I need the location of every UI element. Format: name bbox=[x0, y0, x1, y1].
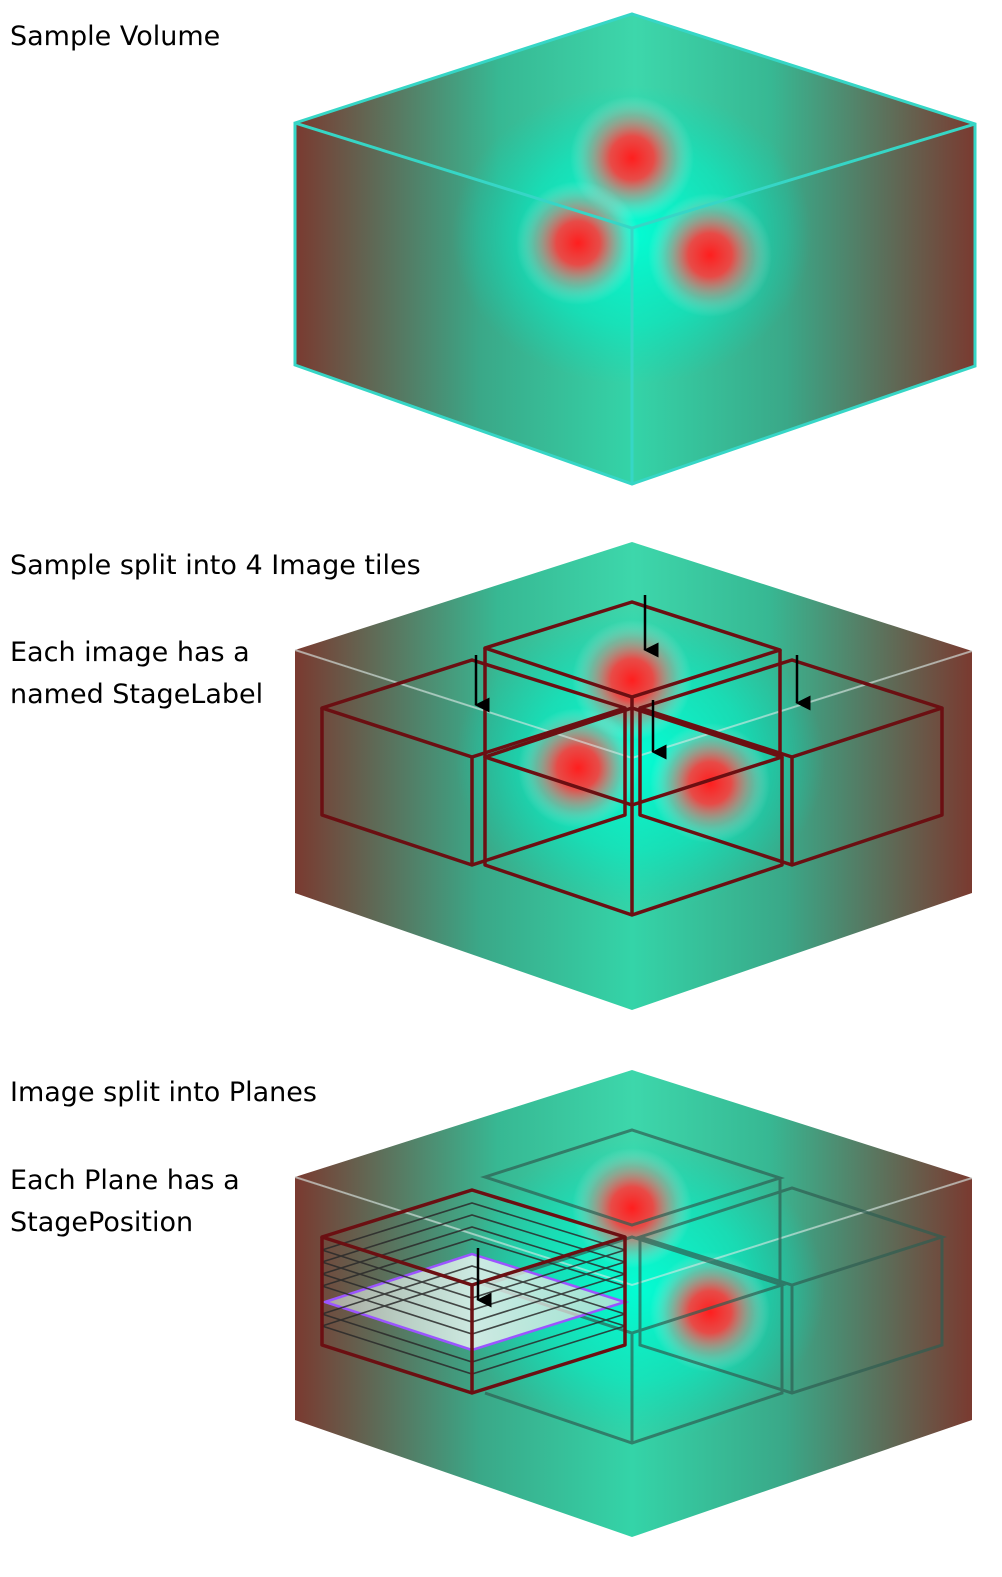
panel1-outline bbox=[293, 12, 977, 486]
tile-right bbox=[638, 658, 944, 867]
panel3-note-line1: Each Plane has a bbox=[10, 1165, 240, 1196]
panel3-faded-tiles bbox=[480, 1128, 947, 1445]
tile-front bbox=[483, 706, 784, 917]
panel3-sample-top bbox=[572, 1148, 692, 1268]
panel2-arrows bbox=[474, 595, 811, 760]
panel2-sample-top bbox=[572, 620, 692, 740]
panel3-volume bbox=[294, 1070, 973, 1537]
panel3-sample-right bbox=[650, 1252, 770, 1372]
panel2-volume bbox=[294, 542, 973, 1010]
panel2-title: Sample split into 4 Image tiles bbox=[10, 550, 421, 581]
panel1-title: Sample Volume bbox=[10, 21, 221, 52]
panel2-note-line2: named StageLabel bbox=[10, 679, 264, 710]
panel3-title: Image split into Planes bbox=[10, 1077, 317, 1108]
panel2-sample-right bbox=[650, 723, 770, 843]
tile-left bbox=[320, 658, 627, 867]
panel2-note-line1: Each image has a bbox=[10, 637, 250, 668]
panel1-volume bbox=[293, 12, 977, 486]
panel1-sample-left bbox=[516, 181, 640, 305]
highlight-tile bbox=[320, 1188, 627, 1395]
panel2-tiles bbox=[320, 600, 944, 917]
panel3-note-line2: StagePosition bbox=[10, 1207, 194, 1238]
panel1-sample-right bbox=[648, 193, 772, 317]
plane-stack bbox=[320, 1188, 630, 1395]
